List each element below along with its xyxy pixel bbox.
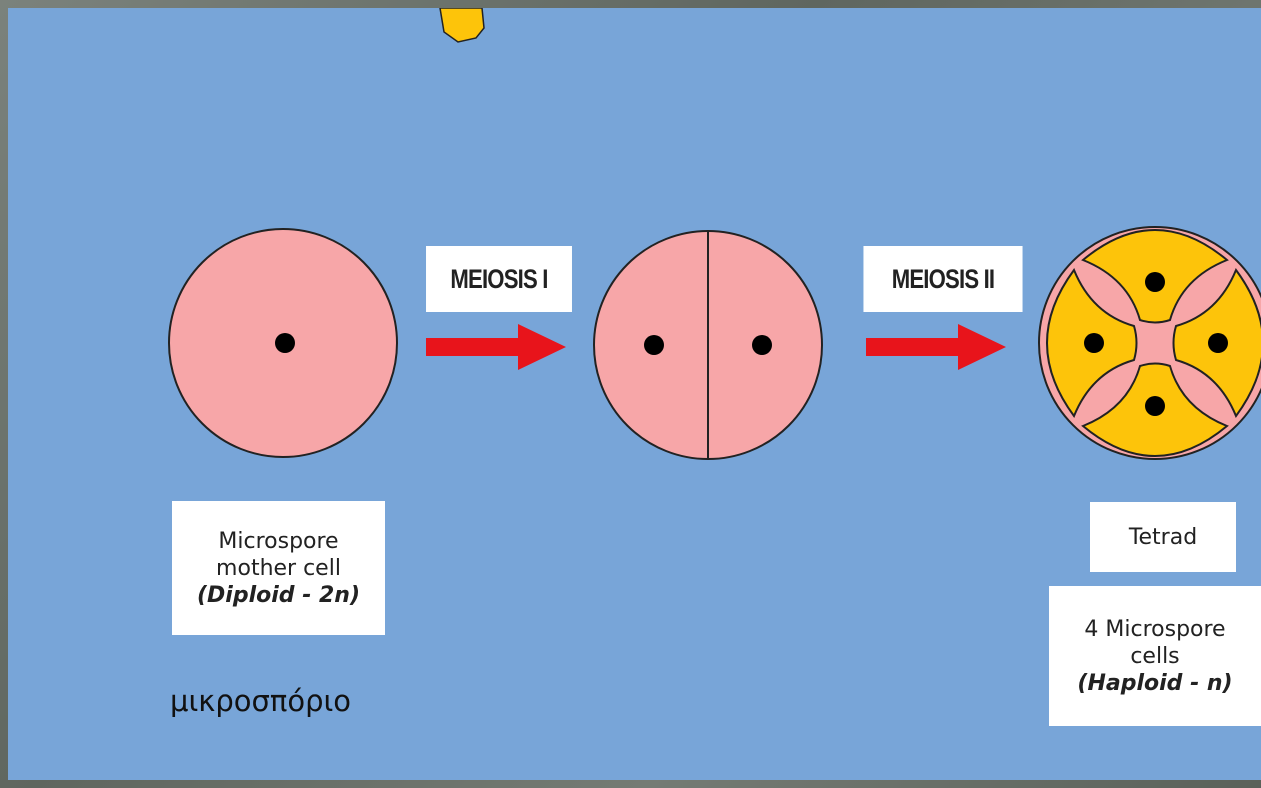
microspore-cells-label: 4 Microspore cells (Haploid - n): [1049, 586, 1261, 726]
mother-label-line1: Microspore: [218, 528, 338, 555]
nucleus: [1084, 333, 1104, 353]
nucleus: [644, 335, 664, 355]
meiosis-two-label: MEIOSIS II: [863, 246, 1022, 312]
dyad-cell: [594, 231, 822, 459]
meiosis-one-label: MEIOSIS I: [426, 246, 572, 312]
micro-label-line2: cells: [1130, 643, 1179, 670]
mother-label-line2: mother cell: [216, 555, 341, 582]
nucleus: [752, 335, 772, 355]
arrow-meiosis-one: [426, 324, 566, 370]
nucleus: [1145, 272, 1165, 292]
tetrad-cell: [1039, 227, 1261, 459]
mother-cell-label: Microspore mother cell (Diploid - 2n): [172, 501, 385, 635]
micro-label-line1: 4 Microspore: [1084, 616, 1225, 643]
tetrad-label: Tetrad: [1090, 502, 1236, 572]
mother-ploidy: (Diploid - 2n): [197, 582, 360, 609]
nucleus: [275, 333, 295, 353]
greek-caption: μικροσπόριο: [170, 684, 351, 718]
partial-pollen-shape: [440, 8, 484, 42]
nucleus: [1208, 333, 1228, 353]
nucleus: [1145, 396, 1165, 416]
mother-cell: [169, 229, 397, 457]
micro-ploidy: (Haploid - n): [1077, 670, 1232, 697]
arrow-meiosis-two: [866, 324, 1006, 370]
slide: MEIOSIS I MEIOSIS II Microspore mother c…: [8, 8, 1261, 780]
